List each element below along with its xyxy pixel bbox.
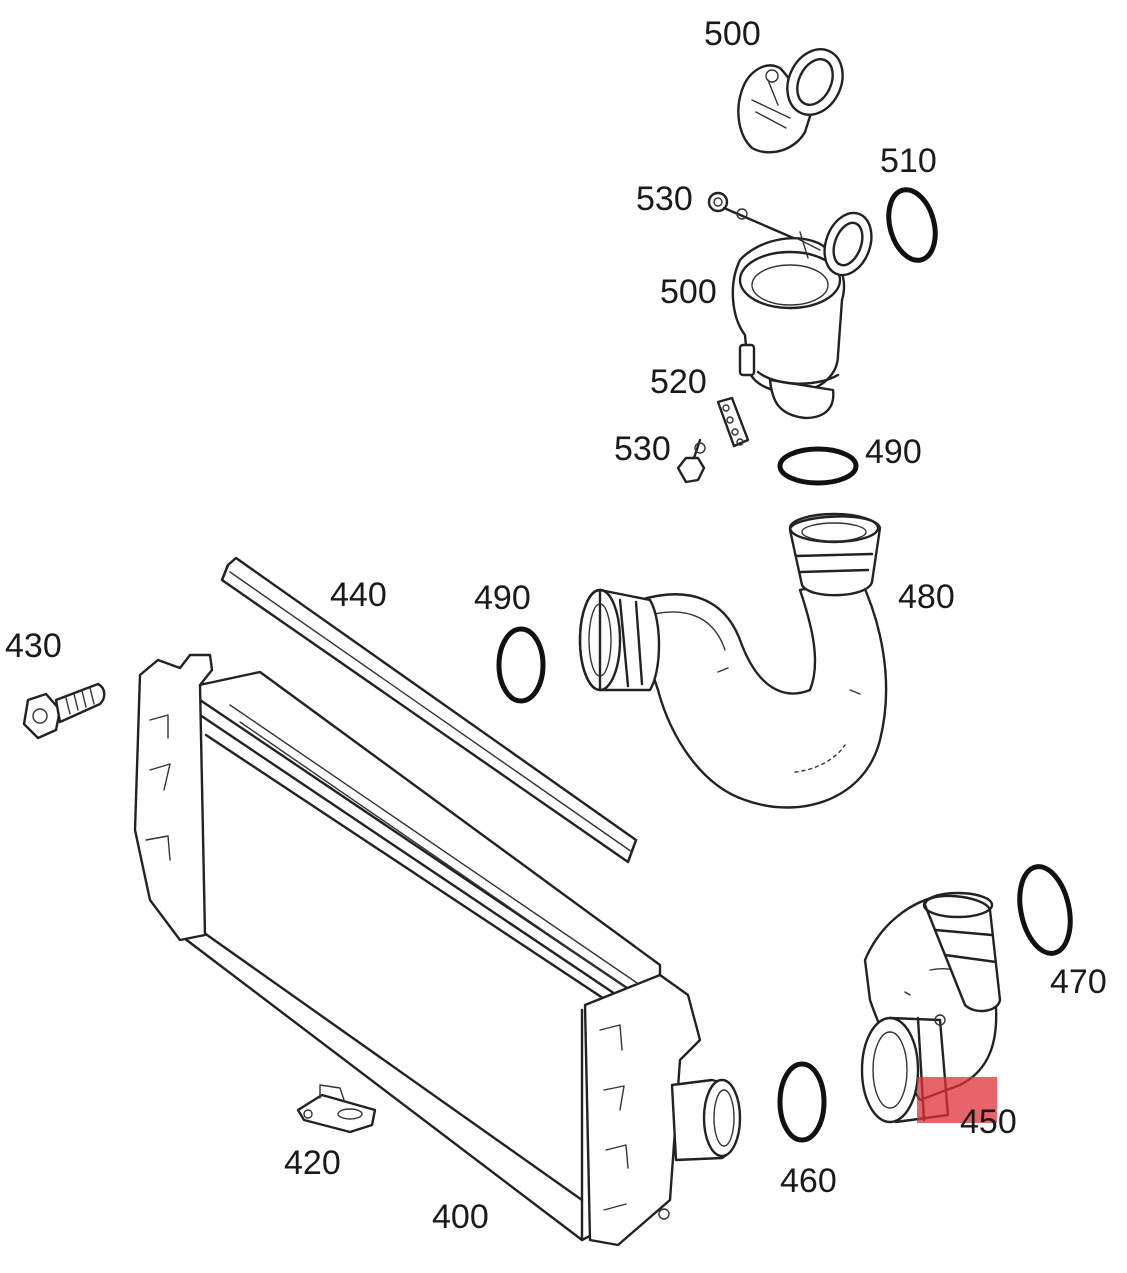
- part-520-bracket: [716, 396, 750, 448]
- part-490-top-ring: [777, 446, 859, 486]
- label-part-420: 420: [284, 1144, 341, 1182]
- part-440-strip: [220, 556, 638, 864]
- label-part-440: 440: [330, 576, 387, 614]
- part-510-ring: [886, 187, 938, 263]
- label-part-430: 430: [5, 627, 62, 665]
- label-part-530-bottom: 530: [614, 430, 671, 468]
- part-460-ring: [777, 1061, 827, 1143]
- label-part-500-mid: 500: [660, 273, 717, 311]
- part-450-highlight: [917, 1077, 997, 1123]
- label-part-480: 480: [898, 578, 955, 616]
- label-part-490-mid: 490: [474, 579, 531, 617]
- part-500-housing: [731, 211, 873, 420]
- label-part-490-top: 490: [865, 433, 922, 471]
- label-part-400: 400: [432, 1198, 489, 1236]
- label-part-530-top: 530: [636, 180, 693, 218]
- part-430-bolt: [22, 682, 106, 740]
- label-part-500-top: 500: [704, 15, 761, 53]
- part-450-elbow-hose: [860, 891, 1002, 1124]
- label-part-470: 470: [1050, 963, 1107, 1001]
- part-470-ring: [1017, 864, 1073, 956]
- label-part-450: 450: [960, 1103, 1017, 1141]
- part-490-middle-ring: [496, 626, 546, 704]
- part-400-intercooler: [133, 653, 742, 1247]
- part-530-top-screw: [707, 191, 800, 242]
- label-part-510: 510: [880, 142, 937, 180]
- part-480-hose: [578, 512, 888, 809]
- part-420-bracket: [296, 1084, 377, 1134]
- part-500-top-elbow: [737, 48, 844, 154]
- label-part-460: 460: [780, 1162, 837, 1200]
- part-530-bottom-bolt: [676, 438, 706, 484]
- label-part-520: 520: [650, 363, 707, 401]
